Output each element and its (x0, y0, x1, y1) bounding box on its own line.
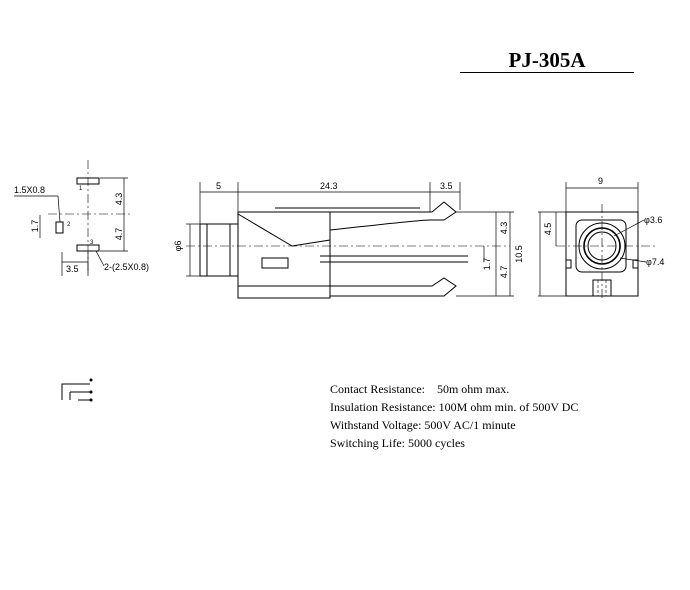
body-diagonal (237, 213, 293, 247)
dia-3-6-label: φ3.6 (644, 215, 662, 225)
leader-line (619, 257, 647, 263)
dim-9-label: 9 (598, 176, 603, 186)
spec-withstand-voltage: Withstand Voltage: 500V AC/1 minute (330, 418, 516, 432)
dim-4-5-label: 4.5 (543, 223, 553, 236)
jack-nose (199, 223, 239, 277)
pin-2-number: 2 (67, 222, 71, 228)
bottom-terminal (330, 277, 457, 297)
outer-ring (578, 222, 626, 270)
dia-7-4-label: φ7.4 (646, 257, 664, 267)
dim-4-3-label: 4.3 (499, 222, 509, 235)
bottom-slot (592, 279, 612, 297)
schematic-node (89, 390, 93, 394)
pad-3 (76, 244, 100, 252)
pad-size-label: 1.5X0.8 (14, 185, 45, 195)
leader-line (57, 195, 61, 223)
front-view: 9 4.5 φ3.6 φ7.4 (538, 176, 664, 300)
dim-4-3-label: 4.3 (114, 193, 124, 206)
dim-10-5-label: 10.5 (514, 245, 524, 263)
front-bezel (575, 219, 627, 273)
part-number-title: PJ-305A (460, 48, 634, 73)
schematic-node (89, 378, 93, 382)
pad-1 (76, 177, 100, 185)
pin-1-number: 1 (79, 186, 83, 192)
schematic-symbol (61, 378, 93, 402)
dim-3-5-label: 3.5 (440, 181, 453, 191)
dim-5-label: 5 (216, 181, 221, 191)
dim-1-7-label: 1.7 (482, 258, 492, 271)
leader-line (613, 219, 645, 237)
side-tab-left (565, 259, 572, 269)
dim-3-5-label: 3.5 (66, 264, 79, 274)
side-view: 5 24.3 3.5 φ6 4.3 4.7 1.7 10.5 (173, 181, 524, 299)
pcb-footprint-view: 1 2 3 4.3 4.7 1.5X0.8 1.7 3.5 2-(2.5X0.8… (14, 160, 149, 276)
top-terminal (329, 201, 457, 231)
spec-contact-resistance: Contact Resistance: 50m ohm max. (330, 382, 510, 396)
jack-opening (583, 227, 621, 265)
schematic-line (61, 383, 90, 400)
side-tab-right (632, 259, 639, 269)
pad-2 (55, 221, 64, 234)
dia-6-label: φ6 (173, 241, 183, 252)
jack-body (237, 211, 331, 299)
dim-4-7-label: 4.7 (114, 228, 124, 241)
spec-insulation-resistance: Insulation Resistance: 100M ohm min. of … (330, 400, 579, 414)
pin-3-number: 3 (90, 240, 94, 246)
inner-ring (587, 231, 617, 261)
dim-1-7-label: 1.7 (30, 220, 40, 233)
body-slot (261, 257, 289, 269)
hole-size-label: 2-(2.5X0.8) (104, 262, 149, 272)
spec-switching-life: Switching Life: 5000 cycles (330, 436, 465, 450)
schematic-node (89, 398, 93, 402)
body-step (291, 239, 331, 247)
dim-4-7-label: 4.7 (499, 266, 509, 279)
leader-line (95, 250, 105, 267)
dim-24-3-label: 24.3 (320, 181, 338, 191)
